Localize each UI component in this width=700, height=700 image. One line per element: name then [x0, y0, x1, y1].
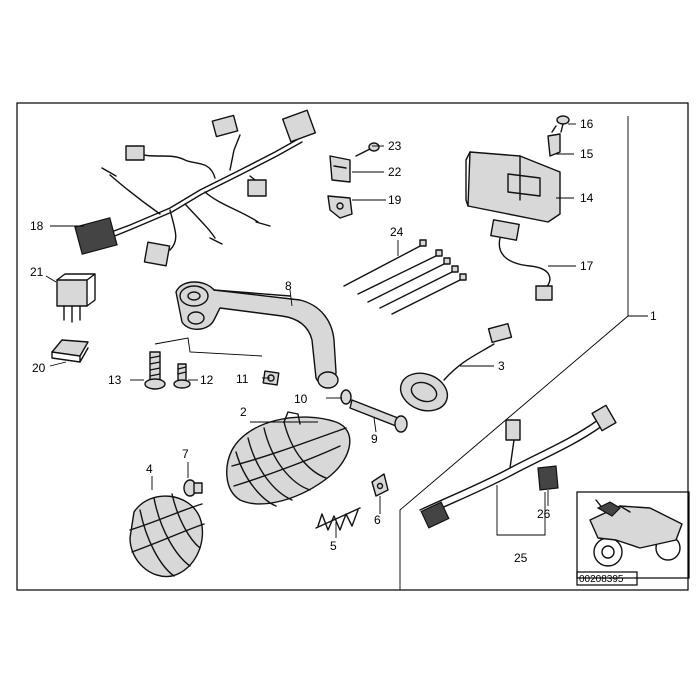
callout-25: 25 — [514, 551, 528, 565]
callout-19: 19 — [388, 193, 402, 207]
callout-22: 22 — [388, 165, 402, 179]
callout-8: 8 — [285, 279, 292, 293]
callout-6: 6 — [374, 513, 381, 527]
callout-1: 1 — [650, 309, 657, 323]
switch-ring — [399, 322, 513, 412]
screw-12 — [173, 363, 191, 389]
bolt-9 — [349, 399, 408, 433]
spring — [315, 507, 361, 531]
callout-24: 24 — [390, 225, 404, 239]
washer-10 — [340, 389, 352, 405]
callout-15: 15 — [580, 147, 594, 161]
lamp-housing — [226, 411, 351, 507]
label-26 — [537, 465, 559, 491]
adapter-cable — [419, 404, 617, 529]
callout-16: 16 — [580, 117, 594, 131]
mounting-bracket — [175, 281, 339, 389]
group-line-25 — [496, 485, 546, 536]
clip-19 — [327, 195, 353, 219]
relay — [56, 273, 96, 323]
kit-bracket-line — [399, 116, 629, 590]
cable-ties — [343, 239, 467, 315]
clip-22 — [329, 155, 351, 183]
control-unit — [465, 151, 561, 223]
callout-4: 4 — [146, 462, 153, 476]
reference-code: 00208395 — [579, 574, 624, 585]
screw-23 — [355, 142, 380, 157]
bracket-6 — [371, 473, 389, 497]
callout-13: 13 — [108, 373, 122, 387]
callout-26: 26 — [537, 507, 551, 521]
bracket-group-line — [154, 337, 263, 357]
screw-16 — [556, 115, 570, 133]
wiring-harness — [74, 109, 317, 267]
callout-9: 9 — [371, 432, 378, 446]
callout-3: 3 — [498, 359, 505, 373]
lamp-guard — [129, 493, 205, 578]
callout-21: 21 — [30, 265, 44, 279]
diagram-frame — [16, 102, 689, 591]
callout-2: 2 — [240, 405, 247, 419]
bulb — [183, 479, 203, 497]
callout-5: 5 — [330, 539, 337, 553]
leader-lines — [45, 123, 648, 538]
nut-11 — [262, 370, 280, 386]
callout-18: 18 — [30, 219, 44, 233]
motorcycle-inset — [589, 499, 683, 567]
inset-frame — [576, 491, 690, 579]
bolt-13 — [144, 351, 166, 390]
callout-14: 14 — [580, 191, 594, 205]
callout-11: 11 — [236, 372, 249, 386]
callout-17: 17 — [580, 259, 594, 273]
relay-holder — [51, 339, 89, 363]
switch-15 — [547, 125, 561, 157]
callout-12: 12 — [200, 373, 214, 387]
callouts: 1 2 3 4 5 6 7 8 9 10 11 12 13 14 15 16 1… — [30, 117, 657, 565]
reference-code-box — [576, 571, 638, 586]
sensor-cable — [490, 219, 553, 301]
callout-20: 20 — [32, 361, 46, 375]
callout-10: 10 — [294, 392, 308, 406]
callout-7: 7 — [182, 447, 189, 461]
callout-23: 23 — [388, 139, 402, 153]
